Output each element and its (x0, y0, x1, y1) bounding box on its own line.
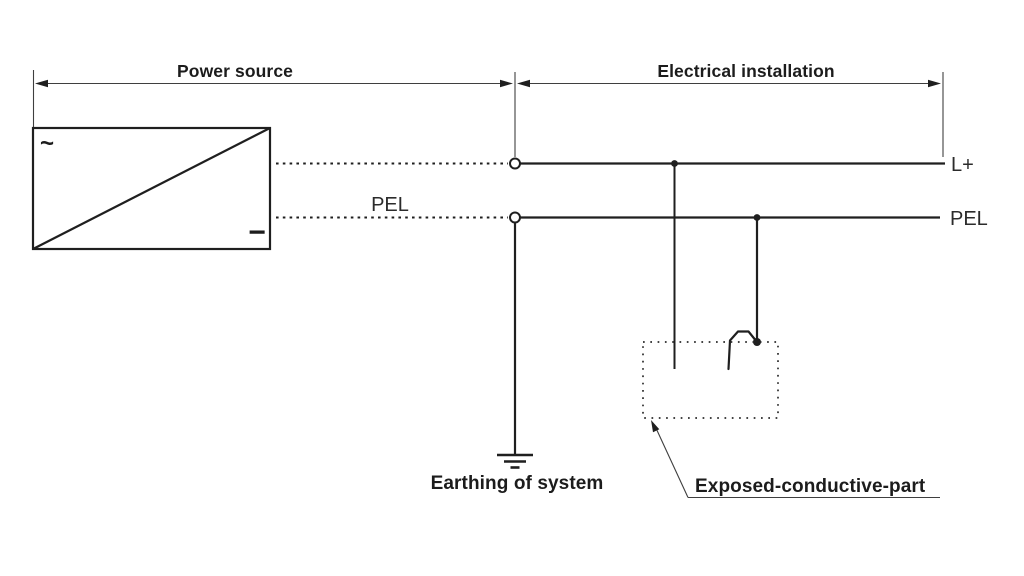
branch-drops (671, 160, 761, 371)
power-source-unit: ~ − (31, 126, 272, 251)
exposed-part-dotted-box (642, 341, 779, 419)
power-source-section-label: Power source (177, 61, 293, 81)
arrow-left-icon (517, 79, 530, 88)
l-plus-conductor-label: L+ (951, 154, 974, 176)
protective-bonding-hook-icon (727, 330, 759, 371)
junction-dot (753, 214, 761, 221)
leader-line (654, 425, 689, 498)
arrow-left-icon (35, 79, 48, 88)
arrow-right-icon (500, 79, 513, 88)
dc-minus-icon: − (248, 216, 266, 249)
pel-source-conductor-label: PEL (371, 194, 409, 216)
ac-wave-icon: ~ (40, 130, 54, 157)
boundary-terminals (509, 157, 521, 224)
electrical-installation-section-label: Electrical installation (657, 61, 834, 81)
junction-dot (671, 160, 678, 167)
installation-conductors: L+ PEL (520, 154, 988, 230)
source-conductors: PEL (276, 162, 508, 219)
terminal-node-l-plus (509, 157, 521, 170)
exposed-conductive-part: Exposed-conductive-part (642, 341, 940, 499)
arrow-right-icon (928, 79, 941, 88)
terminal-node-pel (509, 211, 521, 224)
leader-arrowhead-icon (651, 420, 660, 433)
earth-ground-icon (497, 453, 533, 469)
exposed-conductive-part-label: Exposed-conductive-part (695, 476, 926, 497)
earthing-of-system-label: Earthing of system (431, 473, 604, 494)
converter-diagonal-line (32, 127, 271, 250)
pel-conductor-label: PEL (950, 208, 988, 230)
dimension-annotations: Power source Electrical installation (32, 61, 944, 157)
system-earthing: Earthing of system (431, 222, 604, 494)
